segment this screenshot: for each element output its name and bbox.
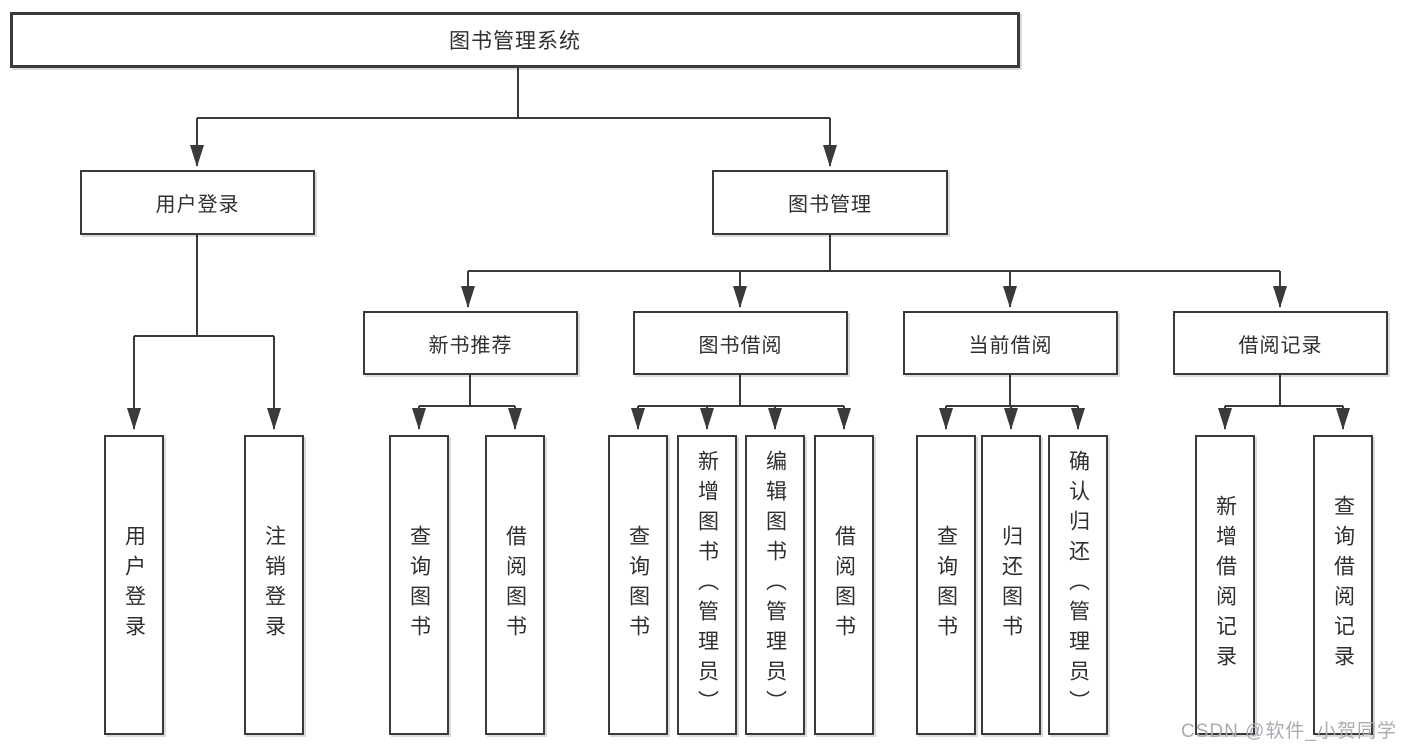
node-new-book-recommend: 新书推荐 bbox=[363, 311, 578, 375]
leaf-query-books-2: 查询图书 bbox=[608, 435, 668, 735]
leaf-user-login: 用户登录 bbox=[104, 435, 164, 735]
node-root-system: 图书管理系统 bbox=[10, 12, 1020, 68]
leaf-add-book-admin: 新增图书（管理员） bbox=[677, 435, 737, 735]
node-book-borrow: 图书借阅 bbox=[633, 311, 848, 375]
node-book-management-module: 图书管理 bbox=[712, 170, 948, 235]
node-user-login-module: 用户登录 bbox=[80, 170, 315, 235]
leaf-query-borrow-record: 查询借阅记录 bbox=[1313, 435, 1373, 735]
csdn-watermark: CSDN @软件_小贺同学 bbox=[1181, 721, 1397, 742]
leaf-edit-book-admin: 编辑图书（管理员） bbox=[745, 435, 805, 735]
leaf-return-book: 归还图书 bbox=[981, 435, 1041, 735]
leaf-add-borrow-record: 新增借阅记录 bbox=[1195, 435, 1255, 735]
node-borrow-records: 借阅记录 bbox=[1173, 311, 1388, 375]
leaf-borrow-books-1: 借阅图书 bbox=[485, 435, 545, 735]
leaf-confirm-return-admin: 确认归还（管理员） bbox=[1048, 435, 1108, 735]
leaf-borrow-books-2: 借阅图书 bbox=[814, 435, 874, 735]
leaf-query-books-1: 查询图书 bbox=[389, 435, 449, 735]
node-current-borrow: 当前借阅 bbox=[903, 311, 1118, 375]
leaf-query-books-3: 查询图书 bbox=[916, 435, 976, 735]
leaf-logout: 注销登录 bbox=[244, 435, 304, 735]
